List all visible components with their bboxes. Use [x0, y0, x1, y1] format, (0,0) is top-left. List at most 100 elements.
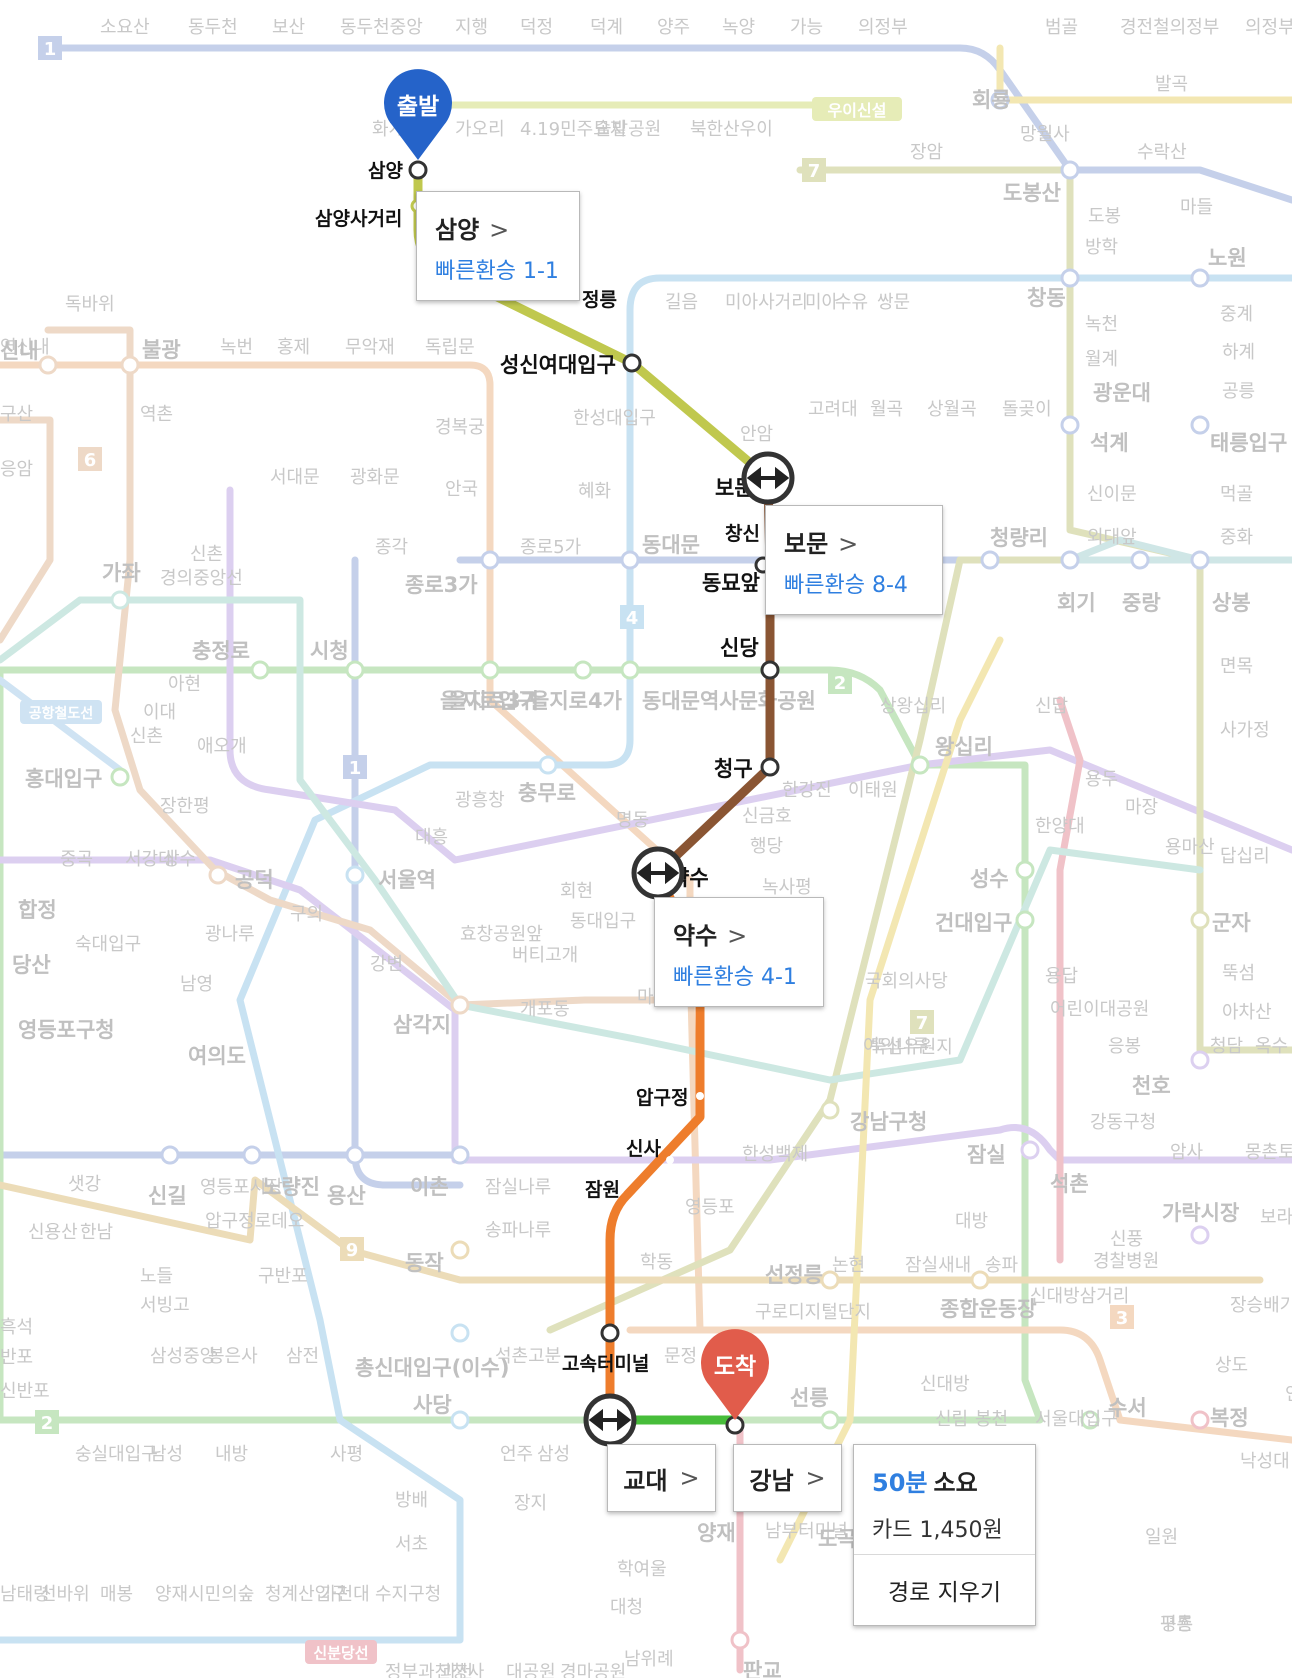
route-label-dongmyo: 동묘앞 — [702, 571, 760, 595]
major-station-label: 시청 — [310, 639, 349, 663]
station-label: 애오개 — [197, 736, 247, 757]
station-cheonggu[interactable] — [760, 757, 780, 777]
station-label: 길음 — [665, 292, 698, 313]
route-segment-line-3 — [605, 868, 705, 1425]
station-label: 서빙고 — [140, 1295, 190, 1316]
station-callout-gangnam[interactable]: 강남> — [733, 1444, 842, 1512]
station-label: 서울대입구 — [1035, 1409, 1118, 1430]
major-station-label: 청량리 — [990, 526, 1048, 550]
line-1-badge-label: 1 — [44, 39, 57, 60]
line-9-badge — [340, 1237, 364, 1261]
major-station-label: 양재 — [697, 1521, 736, 1545]
station-sinsa[interactable] — [666, 1156, 674, 1164]
station-label: 청담 — [1210, 1036, 1243, 1057]
station-label: 봉천 — [975, 1409, 1008, 1430]
station-callout-yaksu[interactable]: 약수> 빠른환승 4-1 — [654, 897, 824, 1007]
callout-station-name: 보문 — [784, 530, 829, 558]
major-station-label: 종로3가 — [405, 573, 478, 597]
station-jamwon[interactable] — [616, 1186, 624, 1194]
station-label: 가천대 — [320, 1584, 370, 1605]
station-label: 경찰병원 — [1093, 1251, 1159, 1272]
major-station-label: 군자 — [1212, 911, 1251, 935]
station-label: 뚝섬유원지 — [870, 1037, 953, 1058]
line-7-badge-label: 7 — [808, 161, 821, 182]
start-pin[interactable]: 출발 — [384, 69, 452, 160]
station-label: 독립문 — [425, 337, 475, 358]
chevron-right-icon: > — [805, 1464, 826, 1492]
end-pin[interactable]: 도착 — [701, 1329, 770, 1420]
major-station-label: 홍대입구 — [25, 767, 102, 791]
transfer-marker-yaksu[interactable] — [631, 846, 685, 900]
line-6-badge — [78, 447, 102, 471]
station-label: 효창공원앞 — [460, 924, 543, 945]
line-3-badge — [1110, 1305, 1134, 1329]
station-label: 신답 — [1035, 696, 1068, 717]
line-1-badge — [38, 36, 62, 60]
station-label: 샛강 — [68, 1174, 101, 1195]
route-label-jamwon: 잠원 — [585, 1179, 620, 1201]
station-label: 동두천 — [188, 17, 238, 38]
station-label: 숭실대입구 — [75, 1444, 158, 1465]
station-label: 장한평 — [160, 796, 210, 817]
route-label-samyang: 삼양 — [368, 160, 403, 182]
line-8 — [1056, 696, 1084, 1264]
station-label: 용마산 — [1165, 837, 1215, 858]
major-station-label: 불광 — [142, 338, 181, 362]
transfer-arrows-icon — [636, 861, 680, 885]
station-label: 중곡 — [60, 849, 93, 870]
station-label: 영등포시장 — [200, 1177, 283, 1198]
station-apgujeong[interactable] — [696, 1092, 704, 1100]
station-sungshin[interactable] — [622, 353, 642, 373]
major-station-label: 사당 — [413, 1393, 452, 1417]
transfer-arrows-icon — [746, 466, 790, 490]
station-label: 이태원 — [848, 780, 898, 801]
station-express-bus-terminal[interactable] — [600, 1323, 620, 1343]
station-callout-bomun[interactable]: 보문> 빠른환승 8-4 — [765, 505, 943, 615]
station-label: 신촌 — [130, 726, 163, 747]
station-label: 상수 — [163, 849, 196, 870]
station-label: 장지 — [514, 1493, 547, 1514]
station-label: 석촌고분 — [495, 1346, 561, 1367]
clear-route-button[interactable]: 경로 지우기 — [887, 1580, 1002, 1606]
transfer-marker-gyodae[interactable] — [583, 1393, 637, 1447]
station-label: 종로5가 — [520, 537, 581, 558]
station-label: 상왕십리 — [880, 696, 946, 717]
line-4 — [0, 274, 1292, 1644]
station-label: 돌곶이 — [1002, 399, 1052, 420]
station-jeongneung[interactable] — [579, 316, 587, 324]
airport-line-badge-label: 공항철도선 — [29, 705, 93, 722]
station-label: 남위례 — [624, 1649, 674, 1670]
line-9-badge-label: 9 — [346, 1240, 359, 1261]
line-2-badge-label: 2 — [834, 673, 847, 694]
station-label: 이대 — [143, 702, 176, 723]
line-airport — [0, 676, 124, 774]
line-6-badge-label: 6 — [84, 450, 97, 471]
major-station-label: 신내 — [0, 339, 39, 363]
major-station-label: 잠실 — [967, 1143, 1006, 1167]
station-callout-gyodae[interactable]: 교대> — [607, 1444, 716, 1512]
station-label: 잠실나루 — [485, 1177, 551, 1198]
station-label: 영등포 — [685, 1197, 735, 1218]
station-label: 송파 — [985, 1255, 1019, 1276]
major-station-label: 당산 — [12, 953, 51, 977]
station-sindang[interactable] — [760, 660, 780, 680]
major-station-label: 노량진 — [262, 1175, 320, 1199]
major-station-label: 성수 — [970, 867, 1009, 891]
station-label: 도봉 — [1088, 206, 1121, 227]
line-2-badge-b-label: 2 — [41, 1413, 54, 1434]
station-label: 한남 — [80, 1222, 113, 1243]
major-station-label: 가좌 — [102, 561, 141, 585]
station-callout-samyang[interactable]: 삼양> 빠른환승 1-1 — [416, 191, 580, 301]
station-label: 면목 — [1220, 656, 1253, 677]
station-label: 수유 — [835, 292, 868, 313]
station-label: 구의 — [290, 904, 323, 925]
station-label: 대방 — [955, 1211, 988, 1232]
transfer-marker-bomun[interactable] — [741, 451, 795, 505]
station-label: 마들 — [1180, 197, 1213, 218]
line-7-badge — [802, 158, 826, 182]
station-label: 신풍 — [1110, 1229, 1143, 1250]
station-label: 신대방 — [920, 1374, 970, 1395]
station-samyang[interactable] — [408, 160, 428, 180]
station-label: 몽촌토성 — [1245, 1142, 1292, 1163]
